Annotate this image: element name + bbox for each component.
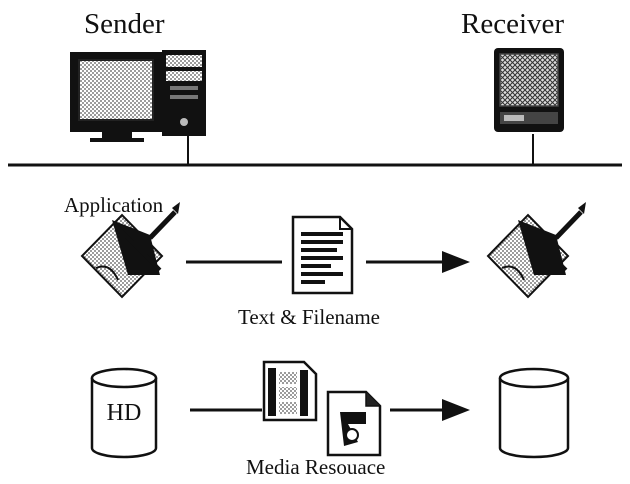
receiver-label: Receiver	[461, 8, 565, 40]
sender-label: Sender	[84, 8, 165, 40]
film-strip-icon	[262, 360, 318, 422]
app-sender-icon	[80, 202, 180, 299]
media-flow-arrow	[190, 399, 470, 421]
document-icon	[291, 215, 354, 295]
app-receiver-icon	[486, 202, 586, 299]
network-line	[8, 134, 622, 167]
text-flow-arrow	[186, 251, 470, 273]
hd-label: HD	[107, 400, 142, 426]
text-filename-label: Text & Filename	[238, 305, 380, 329]
disk-receiver-icon	[498, 367, 570, 459]
receiver-computer-icon	[494, 48, 564, 132]
media-resource-label: Media Resouace	[246, 455, 386, 479]
media-file-icon	[326, 390, 382, 457]
application-label: Application	[64, 193, 164, 217]
sender-computer-icon	[70, 50, 206, 142]
disk-sender-icon	[90, 367, 158, 459]
